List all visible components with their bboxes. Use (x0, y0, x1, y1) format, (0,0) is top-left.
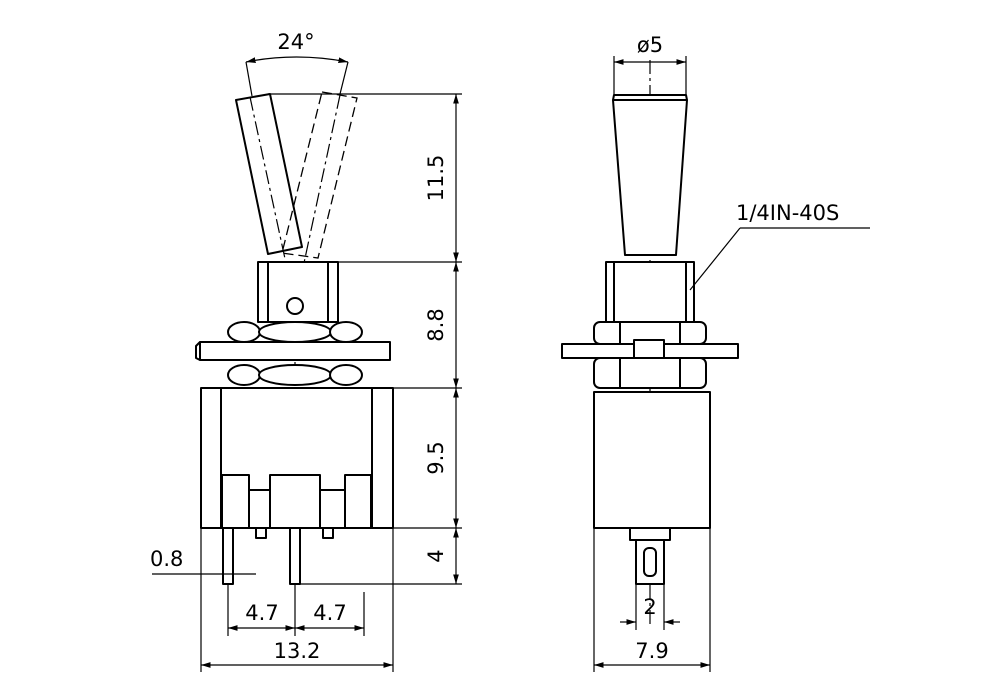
side-lower-nut (593, 357, 707, 389)
front-lower-nut (227, 364, 363, 386)
front-lever (235, 93, 303, 255)
front-dimensions: 11.5 8.8 9.5 4 0.8 4.7 4.7 13.2 (150, 93, 462, 672)
thread-label: 1/4IN-40S (736, 201, 839, 225)
pivot-circle (286, 297, 304, 315)
front-view: 24° (195, 30, 394, 585)
side-view (561, 60, 739, 625)
dim-bushing-height: 8.8 (424, 308, 448, 341)
angle-label: 24° (277, 30, 314, 54)
dim-side-width: 7.9 (635, 639, 668, 663)
side-bushing (605, 261, 695, 323)
side-dimensions: ø5 1/4IN-40S 2 7.9 (593, 33, 870, 672)
dim-pitch-left: 4.7 (245, 601, 278, 625)
front-washer (199, 341, 391, 361)
front-upper-nut (227, 321, 363, 343)
front-pin-center (289, 527, 301, 585)
front-lever-alt (281, 91, 358, 259)
side-lever (612, 94, 688, 256)
side-body (593, 391, 711, 529)
diameter-label: ø5 (637, 33, 663, 57)
front-pin-left (222, 527, 234, 585)
dim-body-height: 9.5 (424, 441, 448, 474)
dim-pitch-right: 4.7 (313, 601, 346, 625)
front-body (200, 387, 394, 529)
dim-pin-width: 0.8 (150, 547, 183, 571)
dim-body-width: 13.2 (274, 639, 321, 663)
dim-pin-length: 4 (424, 549, 448, 562)
dim-side-pin-width: 2 (643, 595, 656, 619)
dim-lever-height: 11.5 (424, 155, 448, 202)
